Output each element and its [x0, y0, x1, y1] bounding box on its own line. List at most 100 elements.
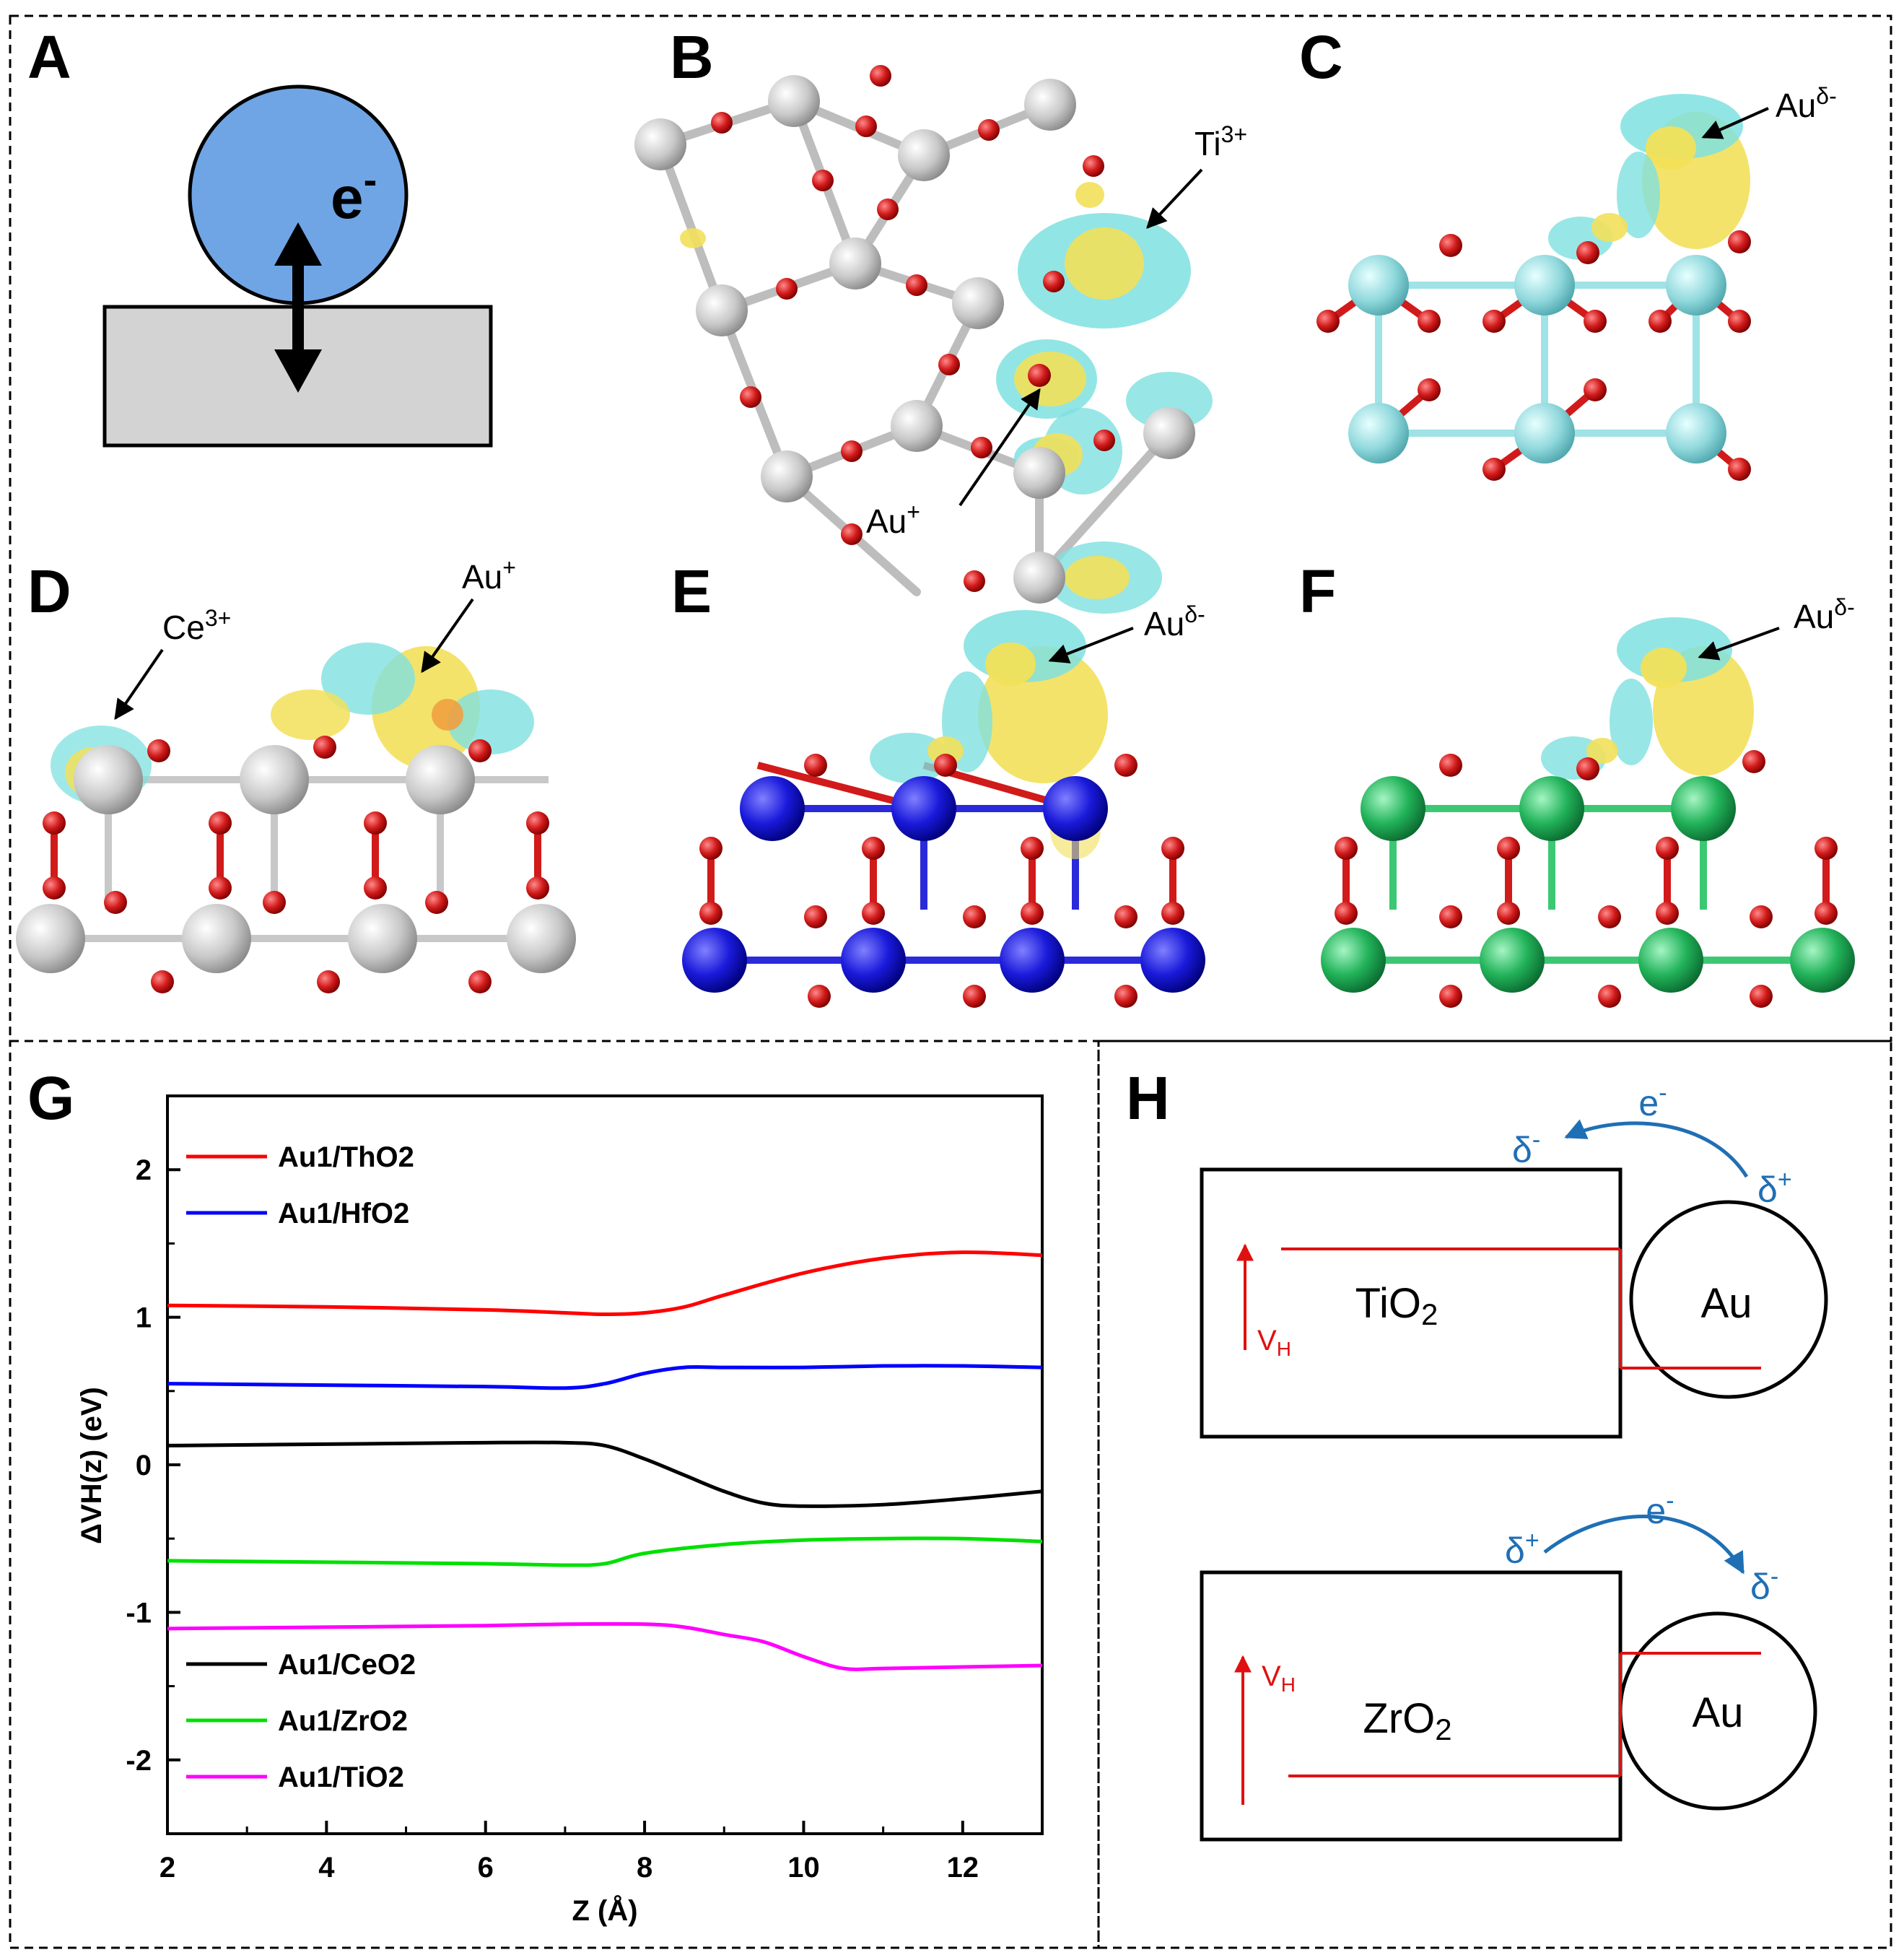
b-oxygens: [711, 65, 1115, 592]
panel-a: A e-: [27, 23, 493, 448]
series-line-au1-tio2: [167, 1621, 1043, 1671]
svg-text:Ti3+: Ti3+: [1195, 121, 1247, 162]
panel-label-h: H: [1126, 1064, 1170, 1132]
h-bottom-oxide-sub: 2: [1435, 1712, 1451, 1746]
f-cations: [1321, 776, 1855, 993]
b-ti-arrow: [1146, 168, 1203, 230]
svg-text:VH: VH: [1257, 1325, 1291, 1360]
h-bottom-left-delta: δ: [1505, 1531, 1525, 1571]
h-bottom-diagram: ZrO2 Au VH e- δ+ δ-: [1200, 1487, 1817, 1842]
h-top-oxide-sub: 2: [1421, 1297, 1438, 1331]
d-oxygens: [43, 736, 549, 993]
c-oxygens: [1316, 230, 1751, 481]
f-density: [1541, 617, 1754, 780]
h-bottom-electron-arrow: [1543, 1515, 1745, 1575]
h-top-right-delta: δ: [1757, 1170, 1778, 1210]
panel-b: B: [634, 23, 1247, 614]
series-lines: [167, 1250, 1043, 1671]
e-cations: [682, 776, 1205, 993]
h-bottom-oxide-box: [1200, 1570, 1623, 1842]
y-tick-label: -2: [126, 1745, 152, 1777]
e-au-arrow: [1048, 627, 1134, 663]
svg-text:Auδ-: Auδ-: [1776, 83, 1837, 124]
h-top-vh: V: [1257, 1325, 1277, 1357]
panel-label-d: D: [27, 557, 71, 625]
svg-text:TiO2: TiO2: [1355, 1280, 1438, 1331]
svg-text:Auδ-: Auδ-: [1794, 594, 1855, 635]
y-axis-label: ΔVH(z) (eV): [76, 1387, 108, 1544]
x-tick-label: 6: [478, 1852, 494, 1884]
electron-sup: -: [364, 157, 377, 202]
c-au-sup: δ-: [1816, 83, 1836, 109]
panel-frames: [9, 14, 1892, 1949]
panel-c: C: [1299, 23, 1837, 481]
series-line-au1-hfo2: [167, 1364, 1043, 1390]
svg-text:ZrO2: ZrO2: [1363, 1695, 1451, 1746]
h-top-left-delta: δ: [1512, 1130, 1532, 1170]
f-bonds: [1342, 805, 1830, 964]
svg-text:δ-: δ-: [1750, 1563, 1778, 1607]
panel-label-e: E: [671, 557, 712, 625]
panel-d: D: [16, 554, 576, 993]
b-au-arrow: [958, 388, 1041, 507]
x-tick-label: 12: [947, 1852, 979, 1884]
c-cations: [1348, 255, 1726, 463]
svg-text:e-: e-: [331, 157, 377, 231]
d-ce-ann: Ce: [162, 609, 205, 646]
svg-text:e-: e-: [1638, 1079, 1667, 1123]
e-au-ann: Au: [1144, 605, 1184, 643]
d-au-sup: +: [502, 554, 516, 580]
series-line-au1-zro2: [167, 1536, 1043, 1567]
panel-label-b: B: [670, 23, 714, 91]
y-tick-label: 0: [136, 1450, 152, 1481]
h-top-vh-sub: H: [1277, 1338, 1291, 1360]
legend-label: Au1/HfO2: [278, 1198, 409, 1229]
panel-label-a: A: [27, 23, 71, 91]
svg-text:Au+: Au+: [462, 554, 516, 596]
x-axis-label: Z (Å): [572, 1894, 637, 1927]
h-bottom-left-sign: +: [1525, 1527, 1540, 1554]
y-tick-label: -1: [126, 1597, 152, 1629]
h-top-au-circle: [1629, 1200, 1828, 1399]
svg-text:δ-: δ-: [1512, 1126, 1540, 1170]
e-au-sup: δ-: [1184, 601, 1205, 627]
h-bottom-vh-sub: H: [1281, 1673, 1296, 1696]
h-top-electron-arrow: [1564, 1119, 1749, 1178]
h-bottom-vh: V: [1262, 1660, 1281, 1692]
h-top-diagram: TiO2 Au VH e- δ- δ+: [1200, 1079, 1828, 1439]
h-top-e: e: [1638, 1083, 1659, 1123]
f-au-ann: Au: [1794, 598, 1834, 635]
y-tick-label: 2: [136, 1154, 152, 1186]
e-density: [870, 610, 1108, 859]
series-line-au1-tho2: [167, 1250, 1043, 1317]
b-ti-sup: 3+: [1221, 121, 1247, 147]
h-top-e-sup: -: [1659, 1079, 1667, 1107]
h-top-metal: Au: [1701, 1280, 1752, 1327]
h-top-level-lines: [1281, 1248, 1761, 1370]
c-au-arrow: [1701, 107, 1769, 139]
panel-h: H TiO2 Au VH e- δ- δ+ ZrO2 Au: [1126, 1064, 1828, 1842]
legend-label: Au1/TiO2: [278, 1762, 404, 1793]
h-bottom-e: e: [1646, 1491, 1666, 1531]
h-bottom-right-sign: -: [1770, 1563, 1778, 1590]
d-ce-sup: 3+: [205, 605, 231, 631]
b-cations: [634, 75, 1195, 604]
panel-label-c: C: [1299, 23, 1343, 91]
c-au-ann: Au: [1776, 87, 1816, 124]
b-ti-ann: Ti: [1195, 125, 1221, 162]
h-bottom-right-delta: δ: [1750, 1567, 1770, 1607]
panel-label-f: F: [1299, 557, 1336, 625]
svg-text:Au+: Au+: [866, 499, 920, 540]
svg-text:δ+: δ+: [1505, 1527, 1540, 1571]
y-tick-label: 1: [136, 1302, 152, 1334]
panel-f: F: [1299, 557, 1855, 1008]
h-bottom-metal: Au: [1693, 1689, 1744, 1736]
x-tick-label: 4: [318, 1852, 335, 1884]
d-au-arrow: [421, 598, 474, 674]
b-au-ann: Au: [866, 502, 907, 540]
svg-text:Auδ-: Auδ-: [1144, 601, 1205, 643]
legend-label: Au1/ThO2: [278, 1141, 414, 1173]
